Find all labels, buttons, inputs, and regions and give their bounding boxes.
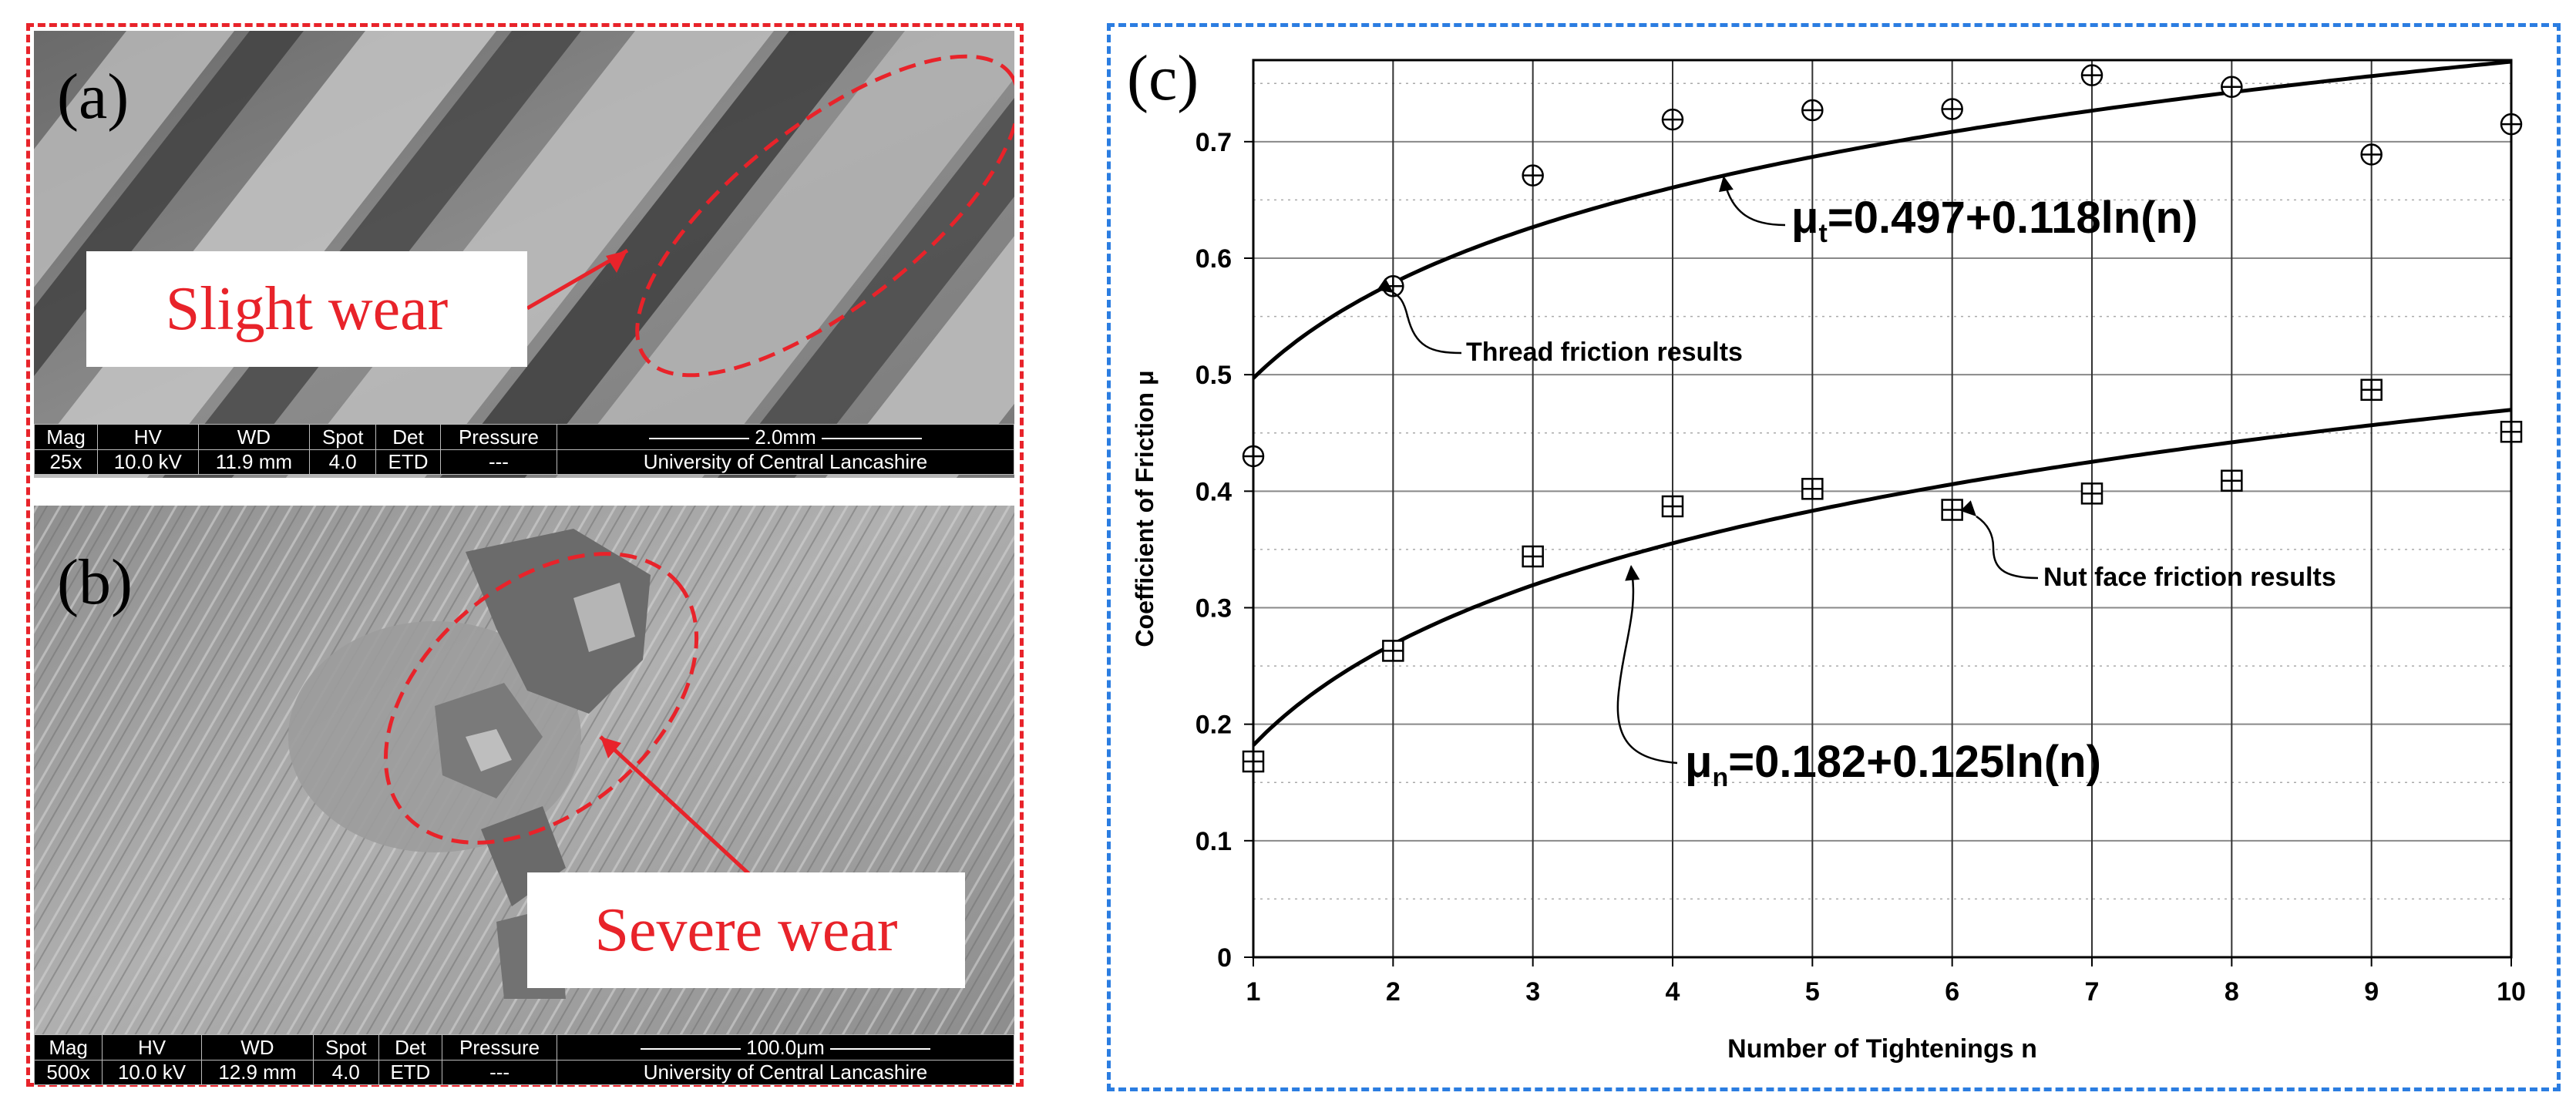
y-tick-label: 0.4: [1196, 477, 1232, 506]
info-value: 10.0 kV: [102, 1059, 202, 1085]
thread-fit-leader-head: [1719, 176, 1734, 193]
y-axis-label: Coefficient of Friction μ: [1131, 370, 1159, 647]
panel-label-a: (a): [57, 61, 129, 133]
info-header: HV: [97, 424, 199, 450]
x-tick-label: 9: [2364, 977, 2379, 1007]
info-value: ETD: [375, 449, 441, 475]
info-value: 12.9 mm: [200, 1059, 314, 1085]
y-tick-label: 0.5: [1196, 361, 1232, 390]
thread-data-point: [1661, 108, 1684, 131]
slight-wear-ellipse: [635, 54, 1014, 378]
thread-results-leader: [1393, 291, 1462, 355]
scale-bar: 100.0μm: [557, 1034, 1014, 1061]
y-tick-label: 0.3: [1196, 593, 1232, 623]
nut-fit-equation: μn=0.182+0.125ln(n): [1685, 737, 2101, 792]
nut-results-label: Nut face friction results: [2043, 563, 2336, 592]
info-value: ---: [439, 449, 558, 475]
nut-face-data-point: [1522, 545, 1544, 568]
y-tick-label: 0.7: [1196, 128, 1232, 157]
friction-chart: 0 0.1 0.2 0.3 0.4 0.5 0.6 0.7 1 2 3 4 5 6 7 8 9 10 μt=0.4…: [1131, 59, 2526, 1064]
x-tick-label: 5: [1805, 977, 1820, 1007]
sem-texture-b: [34, 506, 1014, 1079]
info-value: 11.9 mm: [197, 449, 311, 475]
scale-bar: 2.0mm: [557, 424, 1014, 450]
thread-results-label: Thread friction results: [1466, 338, 1743, 367]
info-header: HV: [102, 1034, 202, 1061]
axis-ticks: 0 0.1 0.2 0.3 0.4 0.5 0.6 0.7 1 2 3 4 5 6 7 8 9 10: [1196, 128, 2526, 1007]
sem-image-severe-wear: [34, 506, 1014, 1079]
info-header: Spot: [312, 1034, 379, 1061]
thread-data-point: [1941, 98, 1963, 120]
scale-bar-label: 2.0mm: [755, 425, 816, 449]
y-tick-label: 0.2: [1196, 711, 1232, 740]
info-value: ETD: [378, 1059, 443, 1085]
info-header: Mag: [33, 1034, 103, 1061]
info-value: 25x: [33, 449, 99, 475]
nut-face-data-point: [1661, 495, 1684, 518]
info-header: Det: [378, 1034, 443, 1061]
nut-fit-leader-head: [1625, 565, 1640, 581]
nut-results-leader-head: [1960, 500, 1976, 516]
x-tick-label: 6: [1945, 977, 1959, 1007]
nut-face-data-point: [1941, 499, 1963, 521]
x-tick-label: 10: [2497, 977, 2526, 1007]
info-header: Spot: [309, 424, 377, 450]
x-axis-label: Number of Tightenings n: [1727, 1034, 2037, 1064]
thread-fit-leader: [1722, 176, 1786, 227]
thread-data-point: [1801, 99, 1824, 122]
x-tick-label: 4: [1666, 977, 1680, 1007]
fit-curve: [1252, 59, 2512, 380]
institution: University of Central Lancashire: [557, 1059, 1014, 1085]
sem-info-bar-b: Mag HV WD Spot Det Pressure 100.0μm 500x…: [33, 1034, 1014, 1085]
scale-bar-label: 100.0μm: [746, 1035, 825, 1059]
info-value: 500x: [33, 1059, 103, 1085]
info-value: 4.0: [312, 1059, 379, 1085]
annotations: μt=0.497+0.118ln(n) μn=0.182+0.125ln(n) Th…: [1377, 176, 2336, 792]
x-tick-label: 2: [1386, 977, 1401, 1007]
severe-wear-ellipse: [383, 552, 699, 845]
institution: University of Central Lancashire: [557, 449, 1014, 475]
sem-info-bar-a: Mag HV WD Spot Det Pressure 2.0mm 25x 10…: [33, 424, 1014, 475]
info-value: ---: [442, 1059, 557, 1085]
nut-face-data-point: [2221, 469, 2243, 492]
fit-curves: [1252, 59, 2512, 747]
y-tick-label: 0.1: [1196, 827, 1232, 856]
info-header: Det: [375, 424, 441, 450]
x-tick-label: 1: [1246, 977, 1261, 1007]
thread-data-point: [2080, 64, 2104, 86]
panel-label-c: (c): [1127, 42, 1199, 114]
thread-data-point: [2360, 143, 2383, 166]
info-header: Pressure: [439, 424, 558, 450]
x-tick-label: 3: [1525, 977, 1540, 1007]
x-tick-label: 7: [2085, 977, 2100, 1007]
nut-face-data-point: [1801, 478, 1824, 500]
nut-results-leader: [1976, 515, 2039, 580]
thread-data-point: [1522, 164, 1544, 187]
right-panel-frame: [1107, 23, 2561, 1091]
info-header: Mag: [33, 424, 99, 450]
severe-wear-label: Severe wear: [527, 872, 965, 988]
info-header: WD: [200, 1034, 314, 1061]
fit-curve: [1252, 408, 2512, 747]
thread-results-leader-head: [1377, 277, 1394, 293]
panel-label-b: (b): [57, 546, 133, 618]
info-value: 4.0: [309, 449, 377, 475]
thread-fit-equation: μt=0.497+0.118ln(n): [1791, 193, 2198, 248]
nut-face-data-point: [1382, 640, 1404, 662]
info-header: Pressure: [442, 1034, 557, 1061]
y-tick-label: 0.6: [1196, 244, 1232, 274]
thread-data-point: [2221, 76, 2243, 99]
slight-wear-label: Slight wear: [86, 251, 527, 367]
nut-face-data-point: [2080, 482, 2104, 505]
nut-face-data-point: [2360, 378, 2383, 402]
info-header: WD: [197, 424, 311, 450]
y-tick-label: 0: [1217, 943, 1232, 973]
plot-area-frame: [1252, 59, 2513, 959]
nut-fit-leader: [1616, 566, 1678, 765]
x-tick-label: 8: [2225, 977, 2239, 1007]
info-value: 10.0 kV: [97, 449, 199, 475]
